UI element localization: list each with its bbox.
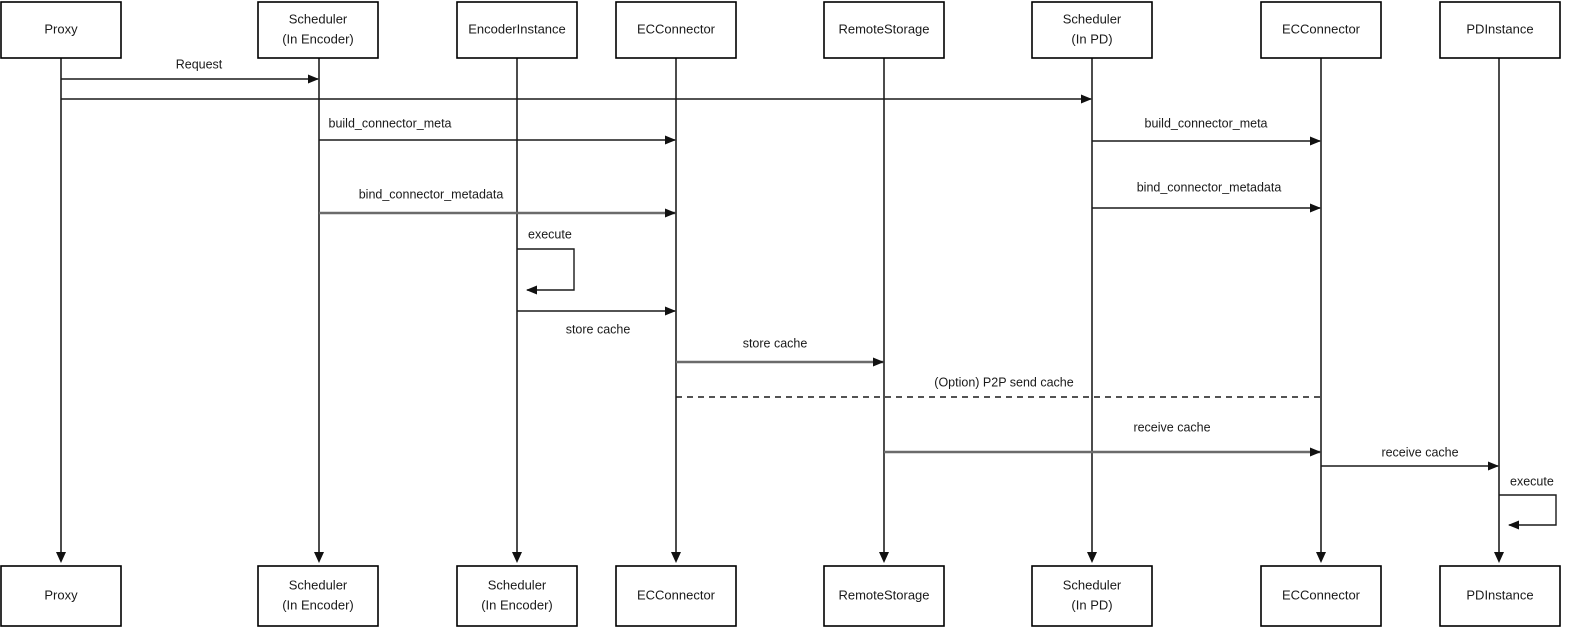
participant-label-line1: ECConnector (1282, 21, 1361, 36)
participant-box-sched_enc-bottom[interactable]: Scheduler (In Encoder) (257, 565, 379, 627)
participant-box-ecc_left-bottom[interactable]: ECConnector (615, 565, 737, 627)
participant-label-line1: RemoteStorage (838, 587, 929, 602)
lifeline-arrowhead-encoder_inst (512, 552, 522, 563)
participant-box-encoder_inst-top[interactable]: EncoderInstance (456, 1, 578, 59)
participant-label-line1: Scheduler (488, 577, 547, 592)
participant-label-line1: Scheduler (1063, 11, 1122, 26)
participant-top-boxes: Proxy Scheduler (In Encoder) EncoderInstanc… (0, 1, 1561, 59)
participant-label-line1: Scheduler (289, 577, 348, 592)
lifeline-arrowhead-remote (879, 552, 889, 563)
participant-box-remote-bottom[interactable]: RemoteStorage (823, 565, 945, 627)
lifeline-arrowhead-pd_inst (1494, 552, 1504, 563)
self-call-label-s1: execute (528, 227, 572, 241)
participant-box-pd_inst-bottom[interactable]: PDInstance (1439, 565, 1561, 627)
participant-label-line2: (In Encoder) (282, 31, 354, 46)
participant-box-ecc_right-bottom[interactable]: ECConnector (1260, 565, 1382, 627)
lifeline-arrowhead-proxy (56, 552, 66, 563)
lifeline-arrowhead-sched_pd (1087, 552, 1097, 563)
participant-box-sched_enc-top[interactable]: Scheduler (In Encoder) (257, 1, 379, 59)
participant-label-line2: (In Encoder) (481, 597, 553, 612)
participant-bottom-boxes: Proxy Scheduler (In Encoder) Scheduler (In E… (0, 565, 1561, 627)
participant-label-line1: Proxy (44, 587, 78, 602)
message-label-m7: store cache (566, 322, 631, 336)
participant-label-line1: ECConnector (1282, 587, 1361, 602)
participant-label-line1: ECConnector (637, 587, 716, 602)
participant-label-line2: (In PD) (1071, 597, 1112, 612)
message-label-m11: receive cache (1381, 445, 1458, 459)
message-label-m6: bind_connector_metadata (1137, 180, 1282, 194)
participant-label-line1: Scheduler (289, 11, 348, 26)
lifeline-arrowhead-sched_enc (314, 552, 324, 563)
participant-label-line1: ECConnector (637, 21, 716, 36)
message-label-m10: receive cache (1133, 420, 1210, 434)
self-call-path-s1[interactable] (517, 248, 575, 295)
self-call-group (517, 248, 1557, 530)
participant-label-line1: EncoderInstance (468, 21, 566, 36)
lifeline-arrowhead-ecc_left (671, 552, 681, 563)
message-label-m9: (Option) P2P send cache (934, 375, 1073, 389)
self-call-path-s2[interactable] (1499, 494, 1557, 530)
participant-box-proxy-top[interactable]: Proxy (0, 1, 122, 59)
participant-box-sched_pd-bottom[interactable]: Scheduler (In PD) (1031, 565, 1153, 627)
lifeline-arrowhead-ecc_right (1316, 552, 1326, 563)
participant-box-ecc_left-top[interactable]: ECConnector (615, 1, 737, 59)
participant-label-line2: (In Encoder) (282, 597, 354, 612)
participant-label-line1: PDInstance (1466, 21, 1533, 36)
message-label-m8: store cache (743, 336, 808, 350)
participant-box-encoder_inst-bottom[interactable]: Scheduler (In Encoder) (456, 565, 578, 627)
participant-box-remote-top[interactable]: RemoteStorage (823, 1, 945, 59)
message-label-m3: build_connector_meta (329, 116, 452, 130)
participant-label-line2: (In PD) (1071, 31, 1112, 46)
messages-group (61, 74, 1499, 471)
participant-label-line1: RemoteStorage (838, 21, 929, 36)
participant-label-line1: Scheduler (1063, 577, 1122, 592)
lifeline-lines-group (56, 58, 1504, 563)
message-label-m4: build_connector_meta (1145, 116, 1268, 130)
participant-label-line1: PDInstance (1466, 587, 1533, 602)
message-labels-group: Request build_connector_meta build_connect… (176, 57, 1554, 488)
participant-label-line1: Proxy (44, 21, 78, 36)
participant-box-proxy-bottom[interactable]: Proxy (0, 565, 122, 627)
message-label-m5: bind_connector_metadata (359, 187, 504, 201)
self-call-label-s2: execute (1510, 474, 1554, 488)
message-label-m1: Request (176, 57, 223, 71)
participant-box-ecc_right-top[interactable]: ECConnector (1260, 1, 1382, 59)
participant-box-pd_inst-top[interactable]: PDInstance (1439, 1, 1561, 59)
participant-box-sched_pd-top[interactable]: Scheduler (In PD) (1031, 1, 1153, 59)
